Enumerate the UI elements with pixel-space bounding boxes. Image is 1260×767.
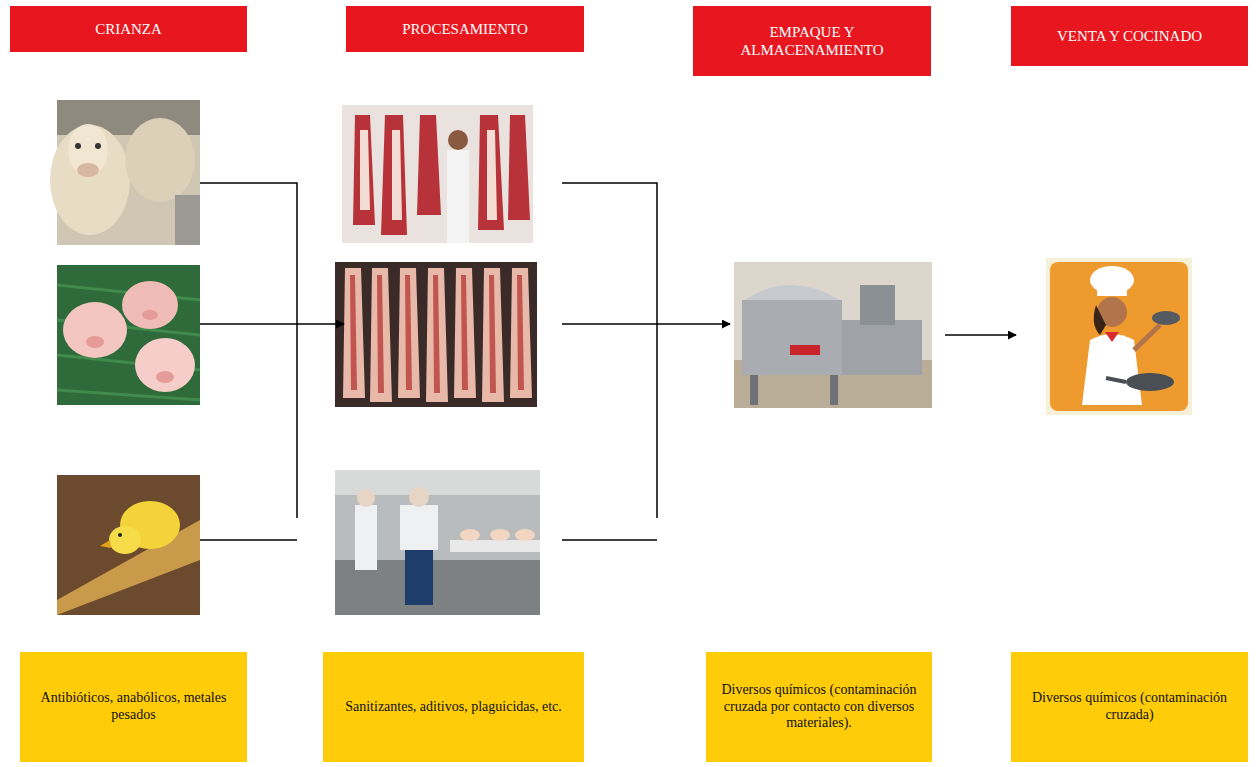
merge-line (562, 539, 657, 541)
hazard-box: Sanitizantes, aditivos, plaguicidas, etc… (323, 652, 584, 762)
stage-title: VENTA Y COCINADO (1057, 27, 1202, 45)
hazard-box: Diversos químicos (contaminación cruzada… (706, 652, 932, 762)
stage-header: PROCESAMIENTO (346, 6, 584, 52)
cattle-photo (50, 100, 200, 245)
hazard-text: Sanitizantes, aditivos, plaguicidas, etc… (345, 699, 562, 716)
flow-lines (200, 183, 1016, 540)
flow-arrow (562, 323, 730, 325)
merge-line (200, 539, 297, 541)
flow-arrow (945, 334, 1016, 336)
merge-line (200, 183, 297, 518)
hazard-text: Diversos químicos (contaminación cruzada… (1021, 690, 1238, 724)
stage-header: CRIANZA (10, 6, 247, 52)
poultry-line-photo (335, 470, 540, 615)
stage-header: VENTA Y COCINADO (1011, 6, 1248, 66)
pork-carcass-photo (335, 262, 537, 407)
hazard-box: Antibióticos, anabólicos, metales pesado… (20, 652, 247, 762)
flow-arrow (200, 323, 344, 325)
hazard-text: Antibióticos, anabólicos, metales pesado… (30, 690, 237, 724)
stage-header: EMPAQUE Y ALMACENAMIENTO (693, 6, 931, 76)
hazard-text: Diversos químicos (contaminación cruzada… (716, 682, 922, 732)
merge-line (562, 183, 657, 518)
hazard-box: Diversos químicos (contaminación cruzada… (1011, 652, 1248, 762)
chick-photo (57, 475, 200, 615)
chef-cartoon (1046, 258, 1192, 415)
packaging-machine-photo (734, 262, 932, 408)
pigs-photo (57, 265, 200, 405)
stage-title: EMPAQUE Y ALMACENAMIENTO (703, 23, 921, 59)
stage-title: CRIANZA (95, 20, 162, 38)
beef-carcass-photo (342, 105, 533, 243)
stage-title: PROCESAMIENTO (402, 20, 528, 38)
